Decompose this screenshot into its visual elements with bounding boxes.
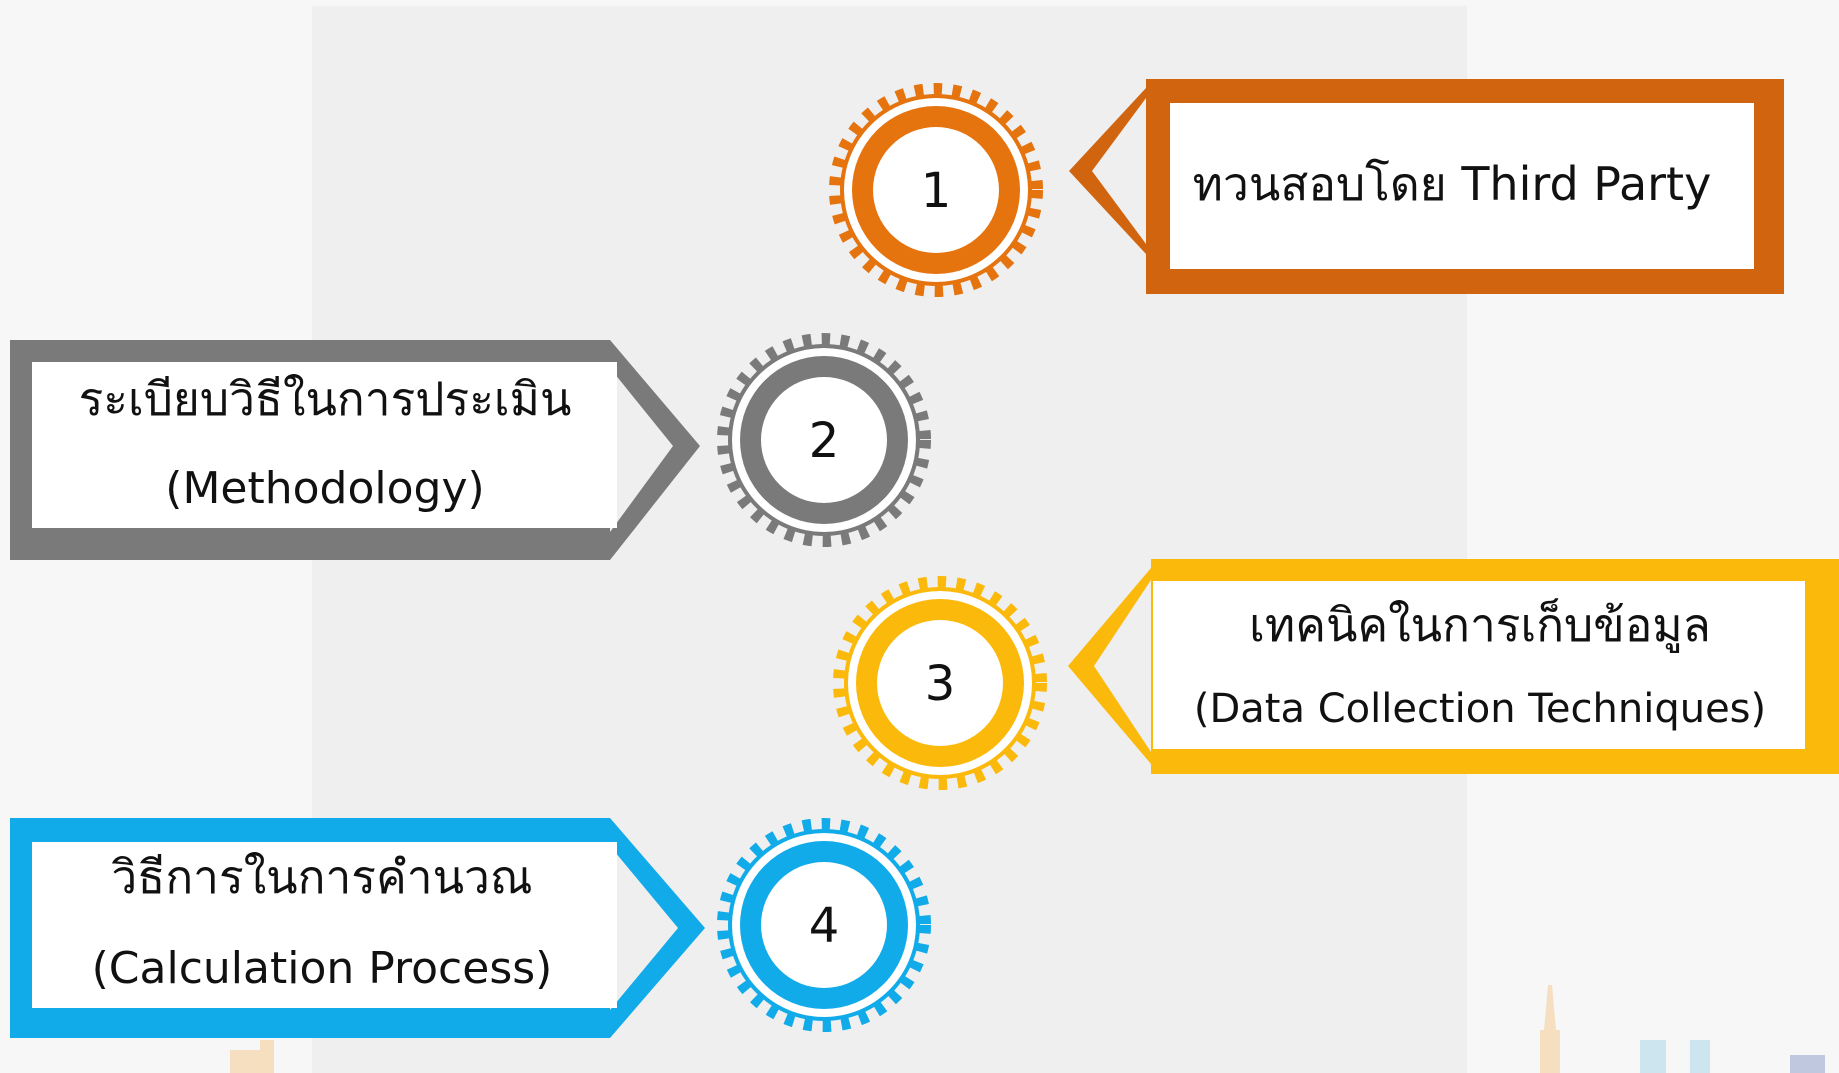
step-2-gear: 2 <box>717 333 931 547</box>
skyline-decoration <box>230 985 1825 1073</box>
step-1-gear: 1 <box>829 83 1043 297</box>
step-3-box <box>1153 581 1805 749</box>
step-2-box <box>32 362 617 528</box>
step-2-label-en: (Methodology) <box>165 463 484 514</box>
step-2-label-th: ระเบียบวิธีในการประเมิน <box>79 372 572 426</box>
step-1-box <box>1170 103 1754 269</box>
step-1-label: ทวนสอบโดย Third Party <box>1193 157 1712 211</box>
step-3-label-th: เทคนิคในการเก็บข้อมูล <box>1249 598 1711 653</box>
step-1-callout: ทวนสอบโดย Third Party <box>1069 79 1784 294</box>
step-3-gear: 3 <box>833 576 1047 790</box>
step-4-arrow <box>610 818 705 1038</box>
step-1-number: 1 <box>921 163 952 219</box>
step-3-arrow <box>1068 568 1151 764</box>
step-1-arrow <box>1069 88 1146 254</box>
step-3-number: 3 <box>925 656 956 712</box>
step-2-callout: ระเบียบวิธีในการประเมิน (Methodology) <box>10 340 700 560</box>
step-3-callout: เทคนิคในการเก็บข้อมูล (Data Collection T… <box>1068 559 1839 774</box>
step-4-gear: 4 <box>717 818 931 1032</box>
step-3-label-en: (Data Collection Techniques) <box>1194 686 1766 732</box>
step-4-label-th: วิธีการในการคำนวณ <box>111 850 532 904</box>
step-4-number: 4 <box>809 898 840 954</box>
step-4-callout: วิธีการในการคำนวณ (Calculation Process) <box>10 818 705 1038</box>
step-2-arrow <box>610 340 700 560</box>
step-2-number: 2 <box>809 413 840 469</box>
step-4-box <box>32 842 617 1008</box>
step-4-label-en: (Calculation Process) <box>92 943 553 994</box>
